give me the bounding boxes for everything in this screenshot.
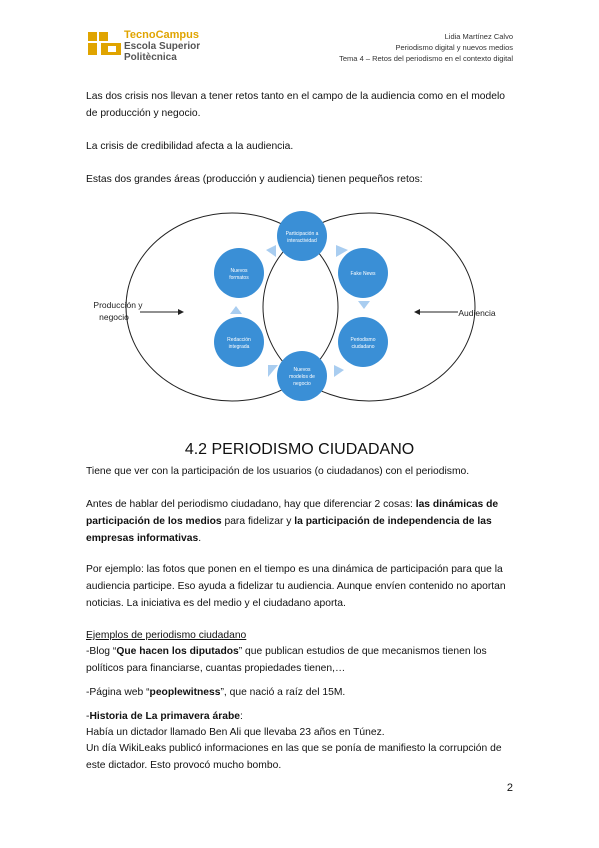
text-span: -Blog “	[86, 646, 117, 657]
paragraph-wikileaks: Un día WikiLeaks publicó informaciones e…	[86, 743, 502, 771]
right-arrowhead-icon	[414, 309, 420, 315]
bold-span: la participación de independencia de las…	[86, 516, 492, 544]
node-periodismo-ciudadano: Periodismo ciudadano	[338, 317, 388, 367]
text-span: Antes de hablar del periodismo ciudadano…	[86, 499, 416, 510]
logo: TecnoCampus Escola Superior Politècnica	[88, 30, 228, 66]
label-produccion-1: Producción y	[93, 300, 143, 310]
node-modelos-line-1: Nuevos	[294, 367, 311, 373]
example-web: -Página web “peoplewitness”, que nació a…	[86, 684, 516, 701]
node-nuevos-modelos: Nuevos modelos de negocio	[277, 351, 327, 401]
left-ellipse	[125, 212, 339, 402]
logo-line-3: Politècnica	[124, 52, 177, 63]
example-primavera: -Historia de La primavera árabe:	[86, 708, 516, 725]
paragraph-ejemplo: Por ejemplo: las fotos que ponen en el t…	[86, 564, 506, 609]
logo-line-2: Escola Superior	[124, 41, 201, 52]
header-subject: Periodismo digital y nuevos medios	[395, 43, 513, 52]
text-span: -	[86, 711, 90, 722]
example-blog: -Blog “Que hacen los diputados” que publ…	[86, 643, 516, 677]
examples-heading: Ejemplos de periodismo ciudadano	[86, 630, 247, 641]
node-participacion: Participación a interactividad	[277, 211, 327, 261]
cycle-arrow-3-icon	[358, 301, 370, 309]
paragraph-intro-3: Estas dos grandes áreas (producción y au…	[86, 174, 423, 185]
cycle-arrow-6-icon	[230, 306, 242, 314]
cycle-arrow-5-icon	[268, 365, 278, 377]
header-author: Lidia Martínez Calvo	[444, 32, 513, 41]
logo-text: TecnoCampus Escola Superior Politècnica	[124, 29, 201, 64]
cycle-arrow-2-icon	[336, 245, 348, 257]
node-fake-news-label: Fake News	[350, 271, 376, 277]
paragraph-ben-ali: Había un dictador llamado Ben Ali que ll…	[86, 727, 385, 738]
node-formatos-line-1: Nuevos	[231, 268, 248, 274]
right-ellipse	[262, 212, 476, 402]
text-span: .	[198, 533, 202, 544]
node-periodismo-line-2: ciudadano	[351, 344, 374, 350]
text-span: -Página web “	[86, 687, 150, 698]
node-periodismo-line-1: Periodismo	[350, 337, 375, 343]
bold-span: las dinámicas de participación de los me…	[86, 499, 499, 527]
text-span: :	[239, 711, 243, 722]
retos-diagram: Producción y negocio Audiencia Participa…	[93, 211, 496, 402]
text-span: ”, que nació a raíz del 15M.	[220, 687, 346, 698]
label-produccion-2: negocio	[99, 312, 129, 322]
page-header: Lidia Martínez Calvo Periodismo digital …	[339, 31, 513, 64]
logo-line-1: TecnoCampus	[124, 29, 199, 41]
paragraph-diferenciar: Antes de hablar del periodismo ciudadano…	[86, 496, 516, 547]
bold-span: Que hacen los diputados	[116, 646, 239, 657]
paragraph-intro-2: La crisis de credibilidad afecta a la au…	[86, 141, 294, 152]
text-span: para fidelizar y	[221, 516, 295, 527]
node-participacion-line-2: interactividad	[287, 238, 317, 244]
node-fake-news: Fake News	[338, 248, 388, 298]
node-nuevos-formatos: Nuevos formatos	[214, 248, 264, 298]
node-modelos-line-3: negocio	[293, 381, 311, 387]
left-arrowhead-icon	[178, 309, 184, 315]
section-title: 4.2 PERIODISMO CIUDADANO	[184, 441, 415, 458]
paragraph-definition: Tiene que ver con la participación de lo…	[86, 466, 470, 477]
paragraph-intro-1: Las dos crisis nos llevan a tener retos …	[86, 91, 505, 119]
text-span: ” que publican estudios de que mecanismo…	[86, 646, 487, 674]
page-number: 2	[506, 782, 513, 794]
node-formatos-line-2: formatos	[229, 275, 249, 281]
node-participacion-line-1: Participación a	[286, 231, 319, 237]
node-redaccion-line-2: integrada	[229, 344, 250, 350]
cycle-arrow-4-icon	[334, 365, 344, 377]
node-redaccion-integrada: Redacción integrada	[214, 317, 264, 367]
tecnocampus-logo-icon	[88, 32, 121, 55]
cycle-arrow-1-icon	[266, 245, 276, 257]
node-redaccion-line-1: Redacción	[227, 337, 251, 343]
label-audiencia: Audiencia	[458, 308, 496, 318]
node-modelos-line-2: modelos de	[289, 374, 315, 380]
bold-span: peoplewitness	[149, 687, 221, 698]
header-topic: Tema 4 – Retos del periodismo en el cont…	[339, 54, 513, 63]
bold-span: Historia de La primavera árabe	[89, 711, 240, 722]
